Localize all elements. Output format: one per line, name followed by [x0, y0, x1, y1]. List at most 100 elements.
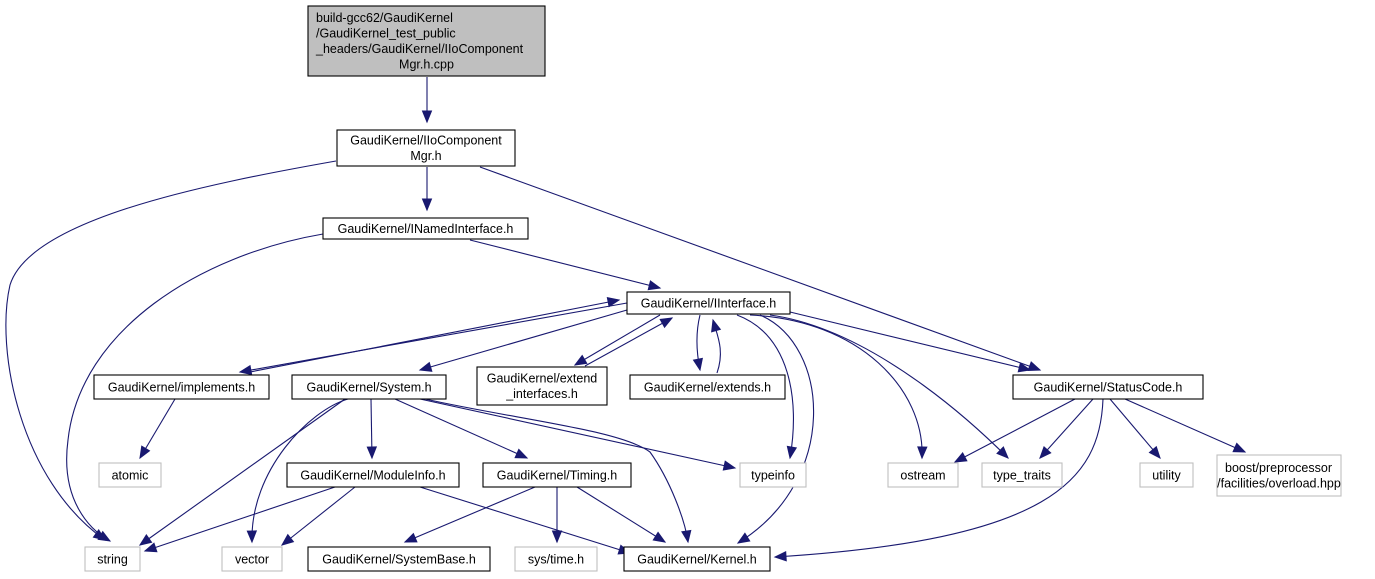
node-box — [307, 546, 491, 572]
edge-timing-to-kernel-arrowhead — [652, 531, 667, 543]
edge-inamed-to-string — [66, 233, 324, 542]
node-kernel[interactable]: GaudiKernel/Kernel.h — [623, 546, 771, 572]
edge-iinterface-to-typeinfo-arrowhead — [786, 445, 798, 460]
node-box — [514, 546, 598, 572]
edge-timing-to-systembase-arrowhead — [403, 532, 418, 543]
node-label-line: GaudiKernel/INamedInterface.h — [338, 222, 514, 236]
node-label-line: /GaudiKernel_test_public — [316, 27, 456, 41]
edge-statuscode-to-boost_overload-arrowhead — [1232, 442, 1247, 453]
node-inamed[interactable]: GaudiKernel/INamedInterface.h — [322, 217, 529, 240]
node-extend_if[interactable]: GaudiKernel/extend_interfaces.h — [476, 366, 608, 406]
edge-moduleinfo-to-vector-arrowhead — [280, 533, 295, 546]
node-label-line: _interfaces.h — [505, 387, 578, 401]
edge-iinterface-to-extends-arrowhead — [692, 357, 703, 372]
node-label-line: GaudiKernel/StatusCode.h — [1034, 380, 1183, 394]
node-type_traits: type_traits — [981, 462, 1063, 488]
node-label-line: GaudiKernel/SystemBase.h — [322, 552, 476, 566]
edge-iinterface-to-implements — [239, 302, 628, 373]
node-label-line: GaudiKernel/System.h — [306, 380, 431, 394]
node-box — [84, 546, 141, 572]
edge-statuscode-to-type_traits — [1039, 398, 1094, 459]
node-label-line: boost/preprocessor — [1225, 461, 1332, 475]
edge-iiocm-to-statuscode — [479, 166, 1041, 371]
edge-iinterface-to-kernel — [737, 314, 815, 544]
edge-implements-to-iinterface — [244, 299, 620, 374]
edge-system-to-kernel-arrowhead — [681, 529, 692, 544]
node-moduleinfo[interactable]: GaudiKernel/ModuleInfo.h — [286, 462, 460, 488]
node-box — [1139, 462, 1194, 488]
node-label-line: Mgr.h.cpp — [399, 58, 454, 72]
edge-statuscode-to-kernel-arrowhead — [773, 551, 787, 562]
node-utility: utility — [1139, 462, 1194, 488]
node-label-line: utility — [1152, 468, 1181, 482]
edge-root-to-iiocm-arrowhead — [421, 110, 433, 124]
node-box — [322, 217, 529, 240]
edge-moduleinfo-to-string-arrowhead — [143, 542, 158, 553]
edge-iinterface-to-system-arrowhead — [418, 361, 433, 372]
node-implements[interactable]: GaudiKernel/implements.h — [93, 374, 270, 400]
node-box — [286, 462, 460, 488]
node-box — [739, 462, 807, 488]
edge-statuscode-to-boost_overload — [1124, 398, 1246, 453]
edge-iinterface-to-ostream — [749, 314, 923, 459]
edge-implements-to-iinterface-arrowhead — [606, 297, 621, 308]
node-typeinfo: typeinfo — [739, 462, 807, 488]
node-system[interactable]: GaudiKernel/System.h — [291, 374, 447, 400]
node-box — [93, 374, 270, 400]
edge-iiocm-to-statuscode-arrowhead — [1027, 361, 1042, 372]
edge-statuscode-to-ostream — [954, 398, 1076, 463]
node-box — [623, 546, 771, 572]
node-box — [476, 366, 608, 406]
edge-iiocm-to-inamed-arrowhead — [421, 198, 433, 212]
edge-iinterface-to-typeinfo — [736, 314, 794, 459]
edges — [5, 77, 1246, 558]
node-iinterface[interactable]: GaudiKernel/IInterface.h — [626, 291, 791, 315]
node-box — [482, 462, 632, 488]
node-label-line: vector — [235, 552, 269, 566]
edge-iinterface-to-type_traits-arrowhead — [996, 446, 1009, 459]
node-vector: vector — [221, 546, 283, 572]
node-ostream: ostream — [887, 462, 959, 488]
edge-timing-to-systembase — [404, 486, 536, 543]
edge-iinterface-to-implements-arrowhead — [238, 364, 253, 376]
edge-system-to-timing-arrowhead — [514, 448, 529, 459]
node-label-line: GaudiKernel/Kernel.h — [637, 552, 757, 566]
edge-system-to-string — [139, 398, 346, 546]
node-extends[interactable]: GaudiKernel/extends.h — [629, 374, 786, 400]
edge-statuscode-to-utility-arrowhead — [1148, 445, 1161, 460]
node-box — [98, 462, 162, 488]
edge-iinterface-to-ostream-arrowhead — [917, 446, 928, 460]
node-label-line: type_traits — [993, 468, 1051, 482]
edge-statuscode-to-utility — [1109, 398, 1161, 459]
node-statuscode[interactable]: GaudiKernel/StatusCode.h — [1012, 374, 1204, 400]
node-label-line: /facilities/overload.hpp — [1217, 477, 1341, 491]
node-box — [336, 129, 516, 167]
node-label-line: typeinfo — [751, 468, 795, 482]
edge-statuscode-to-ostream-arrowhead — [953, 452, 968, 463]
edge-iinterface-to-system — [419, 309, 628, 371]
edge-moduleinfo-to-vector — [281, 486, 356, 546]
node-box — [1216, 454, 1342, 497]
node-systembase[interactable]: GaudiKernel/SystemBase.h — [307, 546, 491, 572]
node-timing[interactable]: GaudiKernel/Timing.h — [482, 462, 632, 488]
node-box — [629, 374, 786, 400]
edge-timing-to-systime-arrowhead — [551, 530, 563, 544]
edge-iinterface-to-extend_if-arrowhead — [573, 354, 588, 366]
edge-statuscode-to-type_traits-arrowhead — [1039, 445, 1052, 459]
node-label-line: Mgr.h — [410, 149, 441, 163]
edge-moduleinfo-to-kernel — [419, 486, 631, 554]
edge-system-to-typeinfo-arrowhead — [722, 460, 737, 471]
node-label-line: GaudiKernel/extends.h — [644, 380, 771, 394]
node-systime: sys/time.h — [514, 546, 598, 572]
edge-iinterface-to-type_traits — [769, 314, 1009, 459]
node-box — [887, 462, 959, 488]
node-label-line: GaudiKernel/IInterface.h — [641, 296, 777, 310]
node-root[interactable]: build-gcc62/GaudiKernel/GaudiKernel_test… — [307, 5, 546, 77]
edge-iiocm-to-string — [5, 160, 337, 541]
node-label-line: GaudiKernel/IIoComponent — [350, 134, 502, 148]
edge-moduleinfo-to-string — [144, 486, 336, 552]
edge-timing-to-kernel — [576, 486, 666, 543]
edge-implements-to-atomic-arrowhead — [139, 445, 151, 460]
